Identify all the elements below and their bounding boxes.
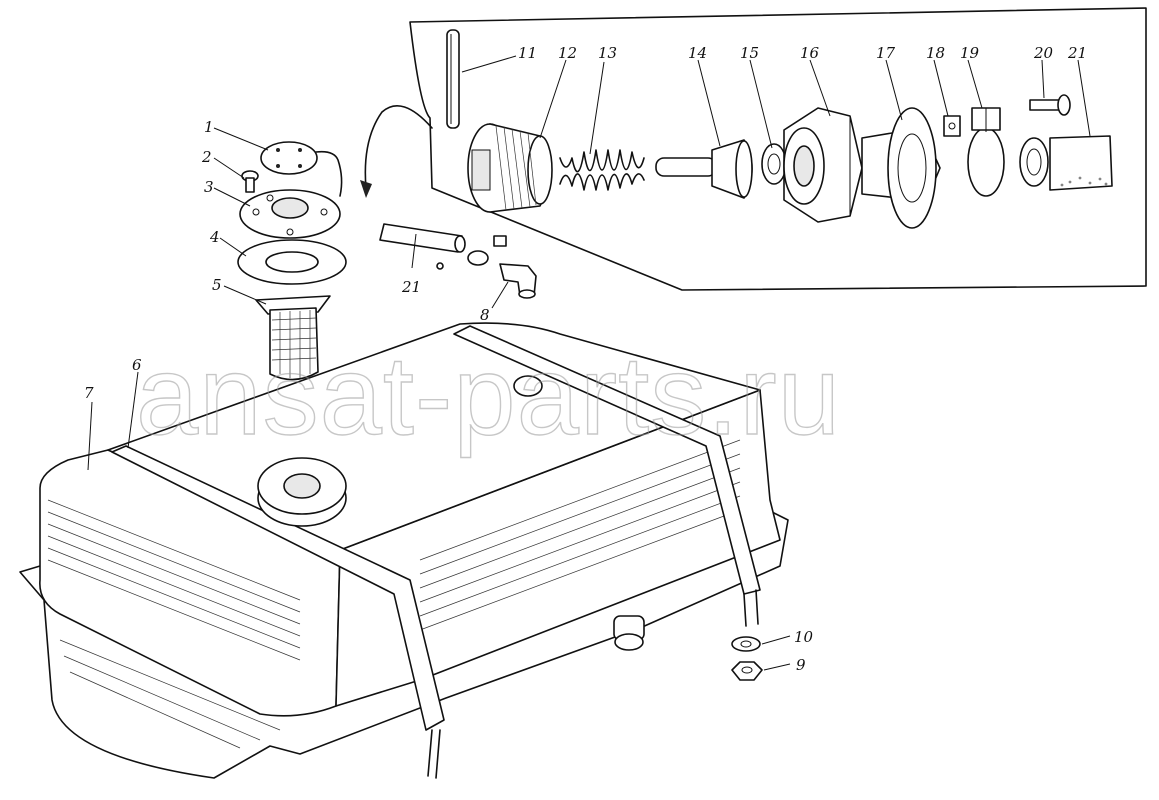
callout-18: 18 xyxy=(926,44,945,62)
watermark: ansat-parts.ru xyxy=(136,333,841,458)
callout-11: 11 xyxy=(518,44,537,62)
part-4-gasket xyxy=(237,239,347,285)
part-1-cap xyxy=(260,141,318,175)
part-14-valve-stem xyxy=(655,139,753,199)
strap-bolt-left xyxy=(427,729,433,777)
callout-19: 19 xyxy=(960,44,980,62)
part-10-washer xyxy=(731,636,761,652)
part-15-seal xyxy=(761,143,787,185)
inset-frame xyxy=(409,7,1147,291)
part-3-neck-flange xyxy=(239,189,341,239)
part-5-strainer xyxy=(255,295,331,381)
callout-9: 9 xyxy=(796,656,806,674)
tank-strap-right xyxy=(453,325,761,595)
callout-12: 12 xyxy=(558,44,577,62)
tank-filler-neck xyxy=(257,457,347,527)
part-6-strap xyxy=(111,445,445,731)
tank-end-face xyxy=(39,449,341,717)
inset-arrow xyxy=(364,104,433,189)
tank-outlet xyxy=(613,615,645,651)
part-11-pin xyxy=(446,29,460,129)
callout-15: 15 xyxy=(740,44,759,62)
callout-10: 10 xyxy=(794,628,814,646)
tank-vent-boss xyxy=(513,375,543,397)
callout-7: 7 xyxy=(84,384,94,402)
leader-lines xyxy=(87,55,1091,671)
callout-labels: 1 2 3 4 5 6 7 8 9 10 11 12 13 14 15 16 1… xyxy=(84,44,1087,674)
callout-13: 13 xyxy=(598,44,617,62)
cap-chain xyxy=(315,150,343,197)
small-screw xyxy=(436,262,444,270)
part-17-flange xyxy=(861,107,941,229)
part-2-screw xyxy=(241,170,259,193)
part-19-clamp xyxy=(967,107,1005,197)
part-21-hose xyxy=(379,223,463,253)
callout-16: 16 xyxy=(800,44,820,62)
callout-5: 5 xyxy=(212,276,222,294)
callout-2: 2 xyxy=(201,148,212,166)
callout-21-inset: 21 xyxy=(1067,44,1087,62)
part-13-spring xyxy=(559,149,645,191)
filler-cap-assembly xyxy=(237,141,347,381)
part-12-knurled-nut xyxy=(467,123,553,213)
clamp-block xyxy=(493,235,507,247)
callout-3: 3 xyxy=(204,178,214,196)
callout-6: 6 xyxy=(132,356,142,374)
callout-14: 14 xyxy=(688,44,707,62)
part-8-elbow-fitting xyxy=(499,263,537,299)
fuel-tap-inset xyxy=(360,7,1147,291)
callout-20: 20 xyxy=(1033,44,1054,62)
part-21-hose-inset xyxy=(1049,135,1113,191)
part-20-bolt xyxy=(1029,94,1071,116)
part-16-tap-body xyxy=(783,107,863,223)
callout-1: 1 xyxy=(204,118,214,136)
callout-17: 17 xyxy=(876,44,896,62)
part-9-nut xyxy=(731,661,763,681)
outlet-fittings xyxy=(379,223,537,299)
callout-8: 8 xyxy=(480,306,490,324)
callout-4: 4 xyxy=(209,228,220,246)
part-18-bracket xyxy=(943,115,961,137)
inset-arrowhead xyxy=(360,180,372,198)
part-ring xyxy=(1019,137,1049,187)
fuel-tank xyxy=(19,322,789,779)
tank-shading xyxy=(47,439,741,749)
callout-21-hose: 21 xyxy=(401,278,421,296)
hose-clamp xyxy=(467,250,489,266)
